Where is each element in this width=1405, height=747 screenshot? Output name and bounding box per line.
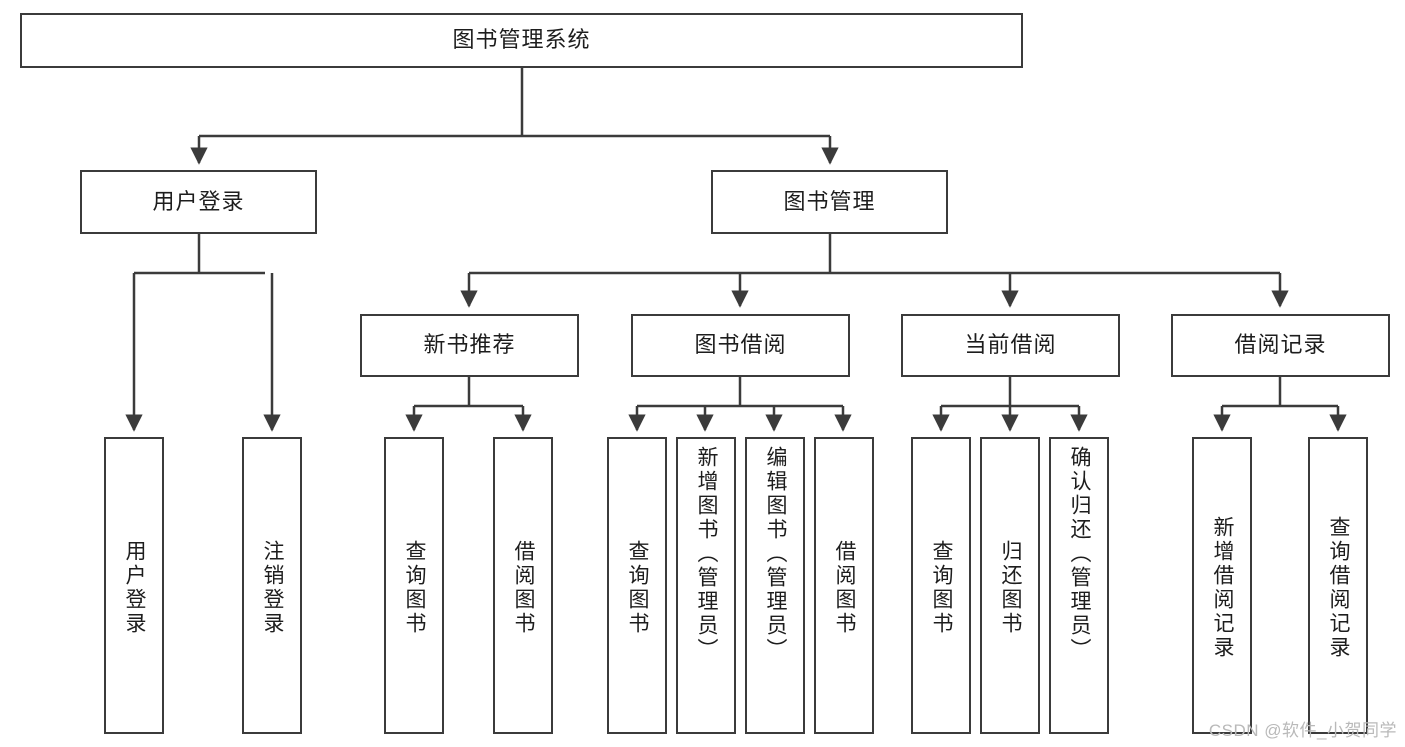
- leaf-user-login[interactable]: 用户登录: [104, 437, 164, 734]
- leaf-return-book-label: 归还图书: [999, 539, 1023, 636]
- node-user-login[interactable]: 用户登录: [80, 170, 317, 234]
- node-book-management-label: 图书管理: [783, 188, 876, 214]
- leaf-return-book[interactable]: 归还图书: [980, 437, 1040, 734]
- leaf-user-login-label: 用户登录: [123, 539, 147, 636]
- leaf-query-borrow-record-label: 查询借阅记录: [1327, 515, 1351, 660]
- leaf-query-borrow-record[interactable]: 查询借阅记录: [1308, 437, 1368, 734]
- node-book-management[interactable]: 图书管理: [711, 170, 948, 234]
- node-borrow-record-label: 借阅记录: [1234, 332, 1327, 358]
- node-borrow-record[interactable]: 借阅记录: [1171, 314, 1390, 377]
- leaf-borrow-book-recommend-label: 借阅图书: [512, 539, 536, 636]
- leaf-query-book-borrow-label: 查询图书: [626, 539, 650, 636]
- csdn-watermark: CSDN @软件_小贺同学: [1208, 721, 1397, 740]
- node-new-book-recommend-label: 新书推荐: [423, 332, 516, 358]
- node-book-borrow-label: 图书借阅: [694, 332, 787, 358]
- leaf-edit-book-admin-label: 编辑图书（管理员）: [764, 446, 788, 662]
- leaf-add-book-admin[interactable]: 新增图书（管理员）: [676, 437, 736, 734]
- node-current-borrow-label: 当前借阅: [964, 332, 1057, 358]
- leaf-confirm-return-admin-label: 确认归还（管理员）: [1068, 446, 1092, 662]
- leaf-borrow-book[interactable]: 借阅图书: [814, 437, 874, 734]
- node-current-borrow[interactable]: 当前借阅: [901, 314, 1120, 377]
- leaf-borrow-book-recommend[interactable]: 借阅图书: [493, 437, 553, 734]
- leaf-query-book-current-label: 查询图书: [930, 539, 954, 636]
- node-book-borrow[interactable]: 图书借阅: [631, 314, 850, 377]
- leaf-confirm-return-admin[interactable]: 确认归还（管理员）: [1049, 437, 1109, 734]
- node-user-login-label: 用户登录: [152, 188, 245, 214]
- leaf-logout[interactable]: 注销登录: [242, 437, 302, 734]
- node-root-label: 图书管理系统: [452, 27, 591, 53]
- leaf-add-borrow-record-label: 新增借阅记录: [1211, 515, 1235, 660]
- leaf-query-book-borrow[interactable]: 查询图书: [607, 437, 667, 734]
- node-new-book-recommend[interactable]: 新书推荐: [360, 314, 579, 377]
- leaf-add-book-admin-label: 新增图书（管理员）: [695, 446, 719, 662]
- leaf-add-borrow-record[interactable]: 新增借阅记录: [1192, 437, 1252, 734]
- leaf-query-book-current[interactable]: 查询图书: [911, 437, 971, 734]
- leaf-borrow-book-label: 借阅图书: [833, 539, 857, 636]
- node-root[interactable]: 图书管理系统: [20, 13, 1023, 68]
- leaf-edit-book-admin[interactable]: 编辑图书（管理员）: [745, 437, 805, 734]
- leaf-query-book-recommend[interactable]: 查询图书: [384, 437, 444, 734]
- leaf-logout-label: 注销登录: [261, 539, 285, 636]
- leaf-query-book-recommend-label: 查询图书: [403, 539, 427, 636]
